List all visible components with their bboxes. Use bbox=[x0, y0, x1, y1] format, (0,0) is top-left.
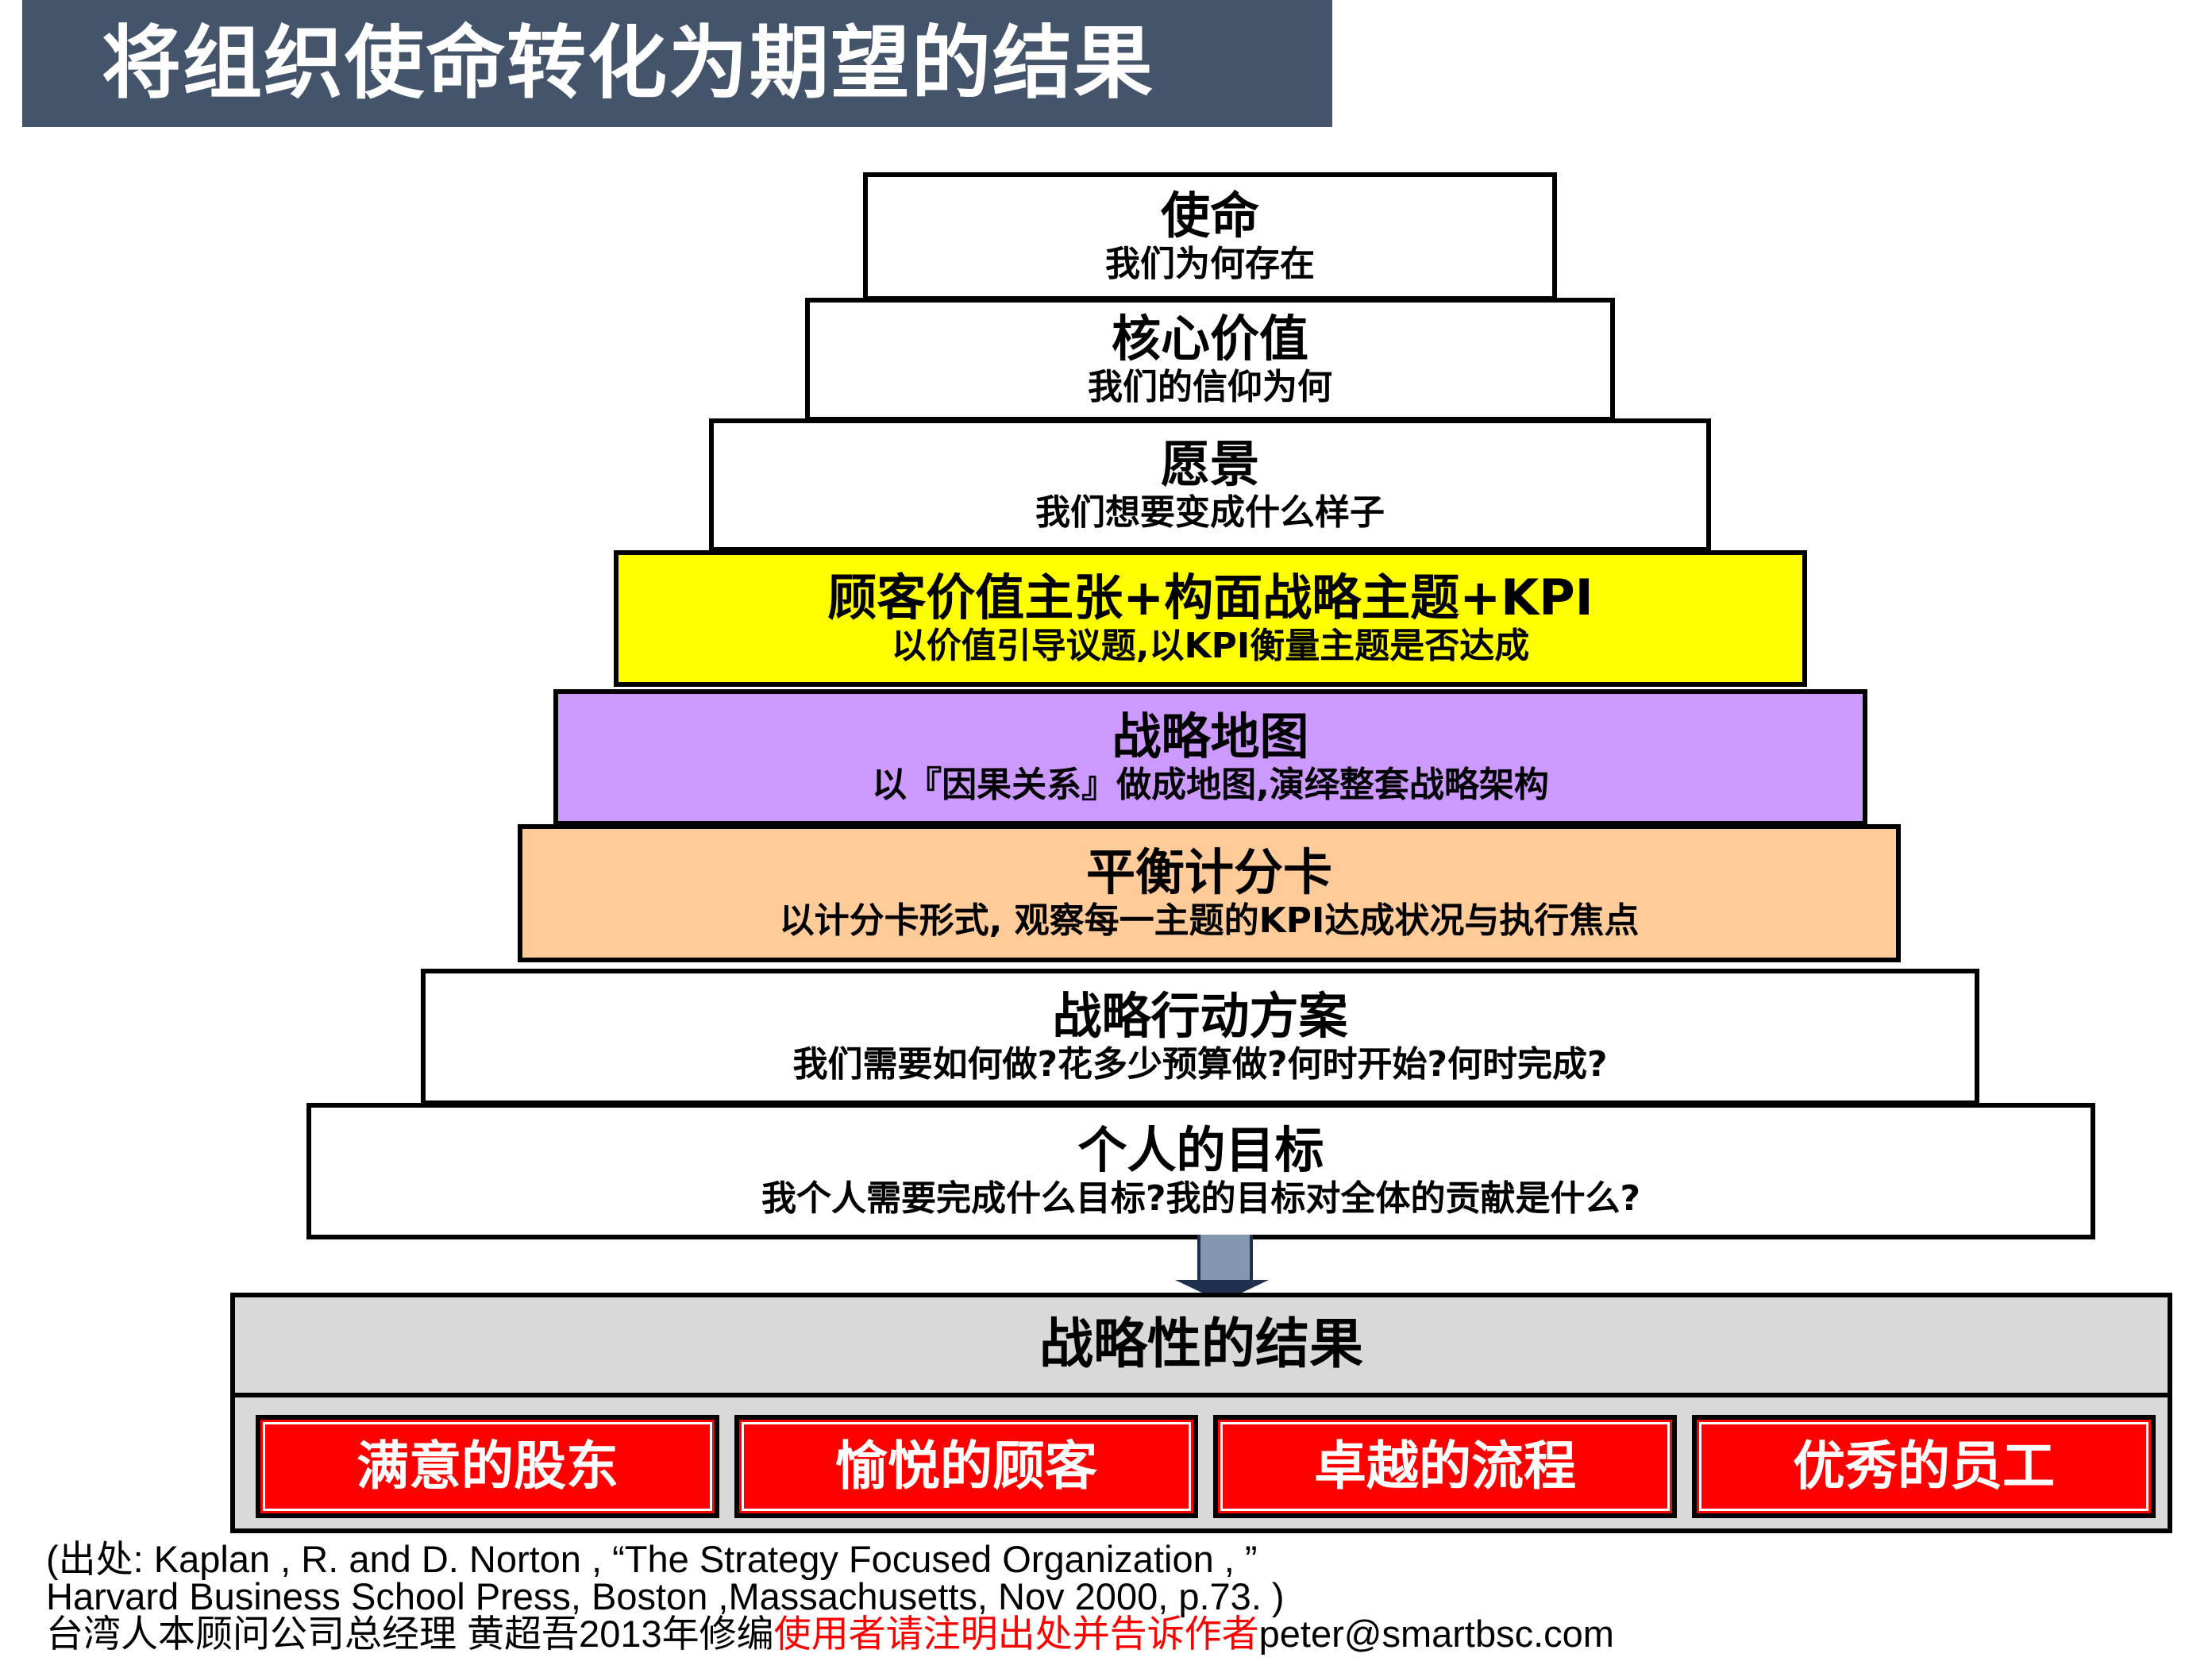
citation-line-3: 台湾人本顾问公司总经理 黄超吾2013年修编使用者请注明出处并告诉作者peter… bbox=[46, 1615, 1793, 1652]
tier-mission-title: 使命 bbox=[1160, 186, 1259, 245]
results-divider bbox=[235, 1393, 2168, 1397]
usage-notice: 使用者请注明出处并告诉作者 bbox=[773, 1613, 1259, 1655]
citation-line-2: Harvard Business School Press, Boston ,M… bbox=[46, 1575, 1285, 1617]
tier-core-values: 核心价值 我们的信仰为何 bbox=[805, 298, 1615, 422]
tier-strategy-map-desc: 以『因果关系』做成地图,演绎整套战略架构 bbox=[872, 765, 1549, 806]
tier-value-proposition: 顾客价值主张+构面战略主题+KPI 以价值引导议题,以KPI衡量主题是否达成 bbox=[614, 550, 1807, 687]
citation-line-1: (出处: Kaplan , R. and D. Norton , “The St… bbox=[46, 1538, 1258, 1580]
tier-personal-goals: 个人的目标 我个人需要完成什么目标?我的目标对全体的贡献是什么? bbox=[306, 1103, 2095, 1239]
tier-value-proposition-desc: 以价值引导议题,以KPI衡量主题是否达成 bbox=[891, 626, 1530, 667]
tier-action-plan: 战略行动方案 我们需要如何做?花多少预算做?何时开始?何时完成? bbox=[421, 969, 1979, 1105]
tier-personal-goals-desc: 我个人需要完成什么目标?我的目标对全体的贡献是什么? bbox=[761, 1178, 1641, 1220]
strategic-results-title: 战略性的结果 bbox=[1039, 1313, 1363, 1376]
tier-vision-title: 愿景 bbox=[1160, 434, 1259, 493]
down-arrow-shaft bbox=[1197, 1235, 1253, 1282]
tier-action-plan-desc: 我们需要如何做?花多少预算做?何时开始?何时完成? bbox=[792, 1044, 1608, 1085]
tier-balanced-scorecard-title: 平衡计分卡 bbox=[1085, 842, 1332, 901]
result-outstanding-employees: 优秀的员工 bbox=[1692, 1415, 2156, 1518]
tier-mission-desc: 我们为何存在 bbox=[1105, 244, 1315, 285]
tier-strategy-map: 战略地图 以『因果关系』做成地图,演绎整套战略架构 bbox=[553, 689, 1867, 826]
tier-personal-goals-title: 个人的目标 bbox=[1077, 1120, 1324, 1179]
result-excellent-processes: 卓越的流程 bbox=[1213, 1415, 1677, 1518]
tier-core-values-title: 核心价值 bbox=[1111, 309, 1308, 368]
author-email: peter@smartbsc.com bbox=[1258, 1613, 1614, 1655]
tier-action-plan-title: 战略行动方案 bbox=[1052, 986, 1348, 1045]
tier-strategy-map-title: 战略地图 bbox=[1112, 707, 1309, 765]
strategic-results-panel: 战略性的结果 满意的股东 愉悦的顾客 卓越的流程 优秀的员工 bbox=[230, 1293, 2172, 1533]
tier-core-values-desc: 我们的信仰为何 bbox=[1088, 367, 1332, 408]
result-satisfied-shareholders: 满意的股东 bbox=[256, 1415, 719, 1518]
tier-value-proposition-title: 顾客价值主张+构面战略主题+KPI bbox=[827, 568, 1593, 626]
author-credit: 台湾人本顾问公司总经理 黄超吾2013年修编 bbox=[46, 1613, 774, 1655]
tier-balanced-scorecard: 平衡计分卡 以计分卡形式, 观察每一主题的KPI达成状况与执行焦点 bbox=[518, 824, 1901, 962]
page-title: 将组织使命转化为期望的结果 bbox=[22, 0, 1332, 127]
result-delighted-customers: 愉悦的顾客 bbox=[734, 1415, 1198, 1518]
tier-vision-desc: 我们想要变成什么样子 bbox=[1035, 492, 1385, 534]
tier-mission: 使命 我们为何存在 bbox=[863, 172, 1557, 301]
source-citation: (出处: Kaplan , R. and D. Norton , “The St… bbox=[46, 1540, 1793, 1652]
tier-balanced-scorecard-desc: 以计分卡形式, 观察每一主题的KPI达成状况与执行焦点 bbox=[779, 900, 1640, 942]
tier-vision: 愿景 我们想要变成什么样子 bbox=[709, 418, 1711, 552]
